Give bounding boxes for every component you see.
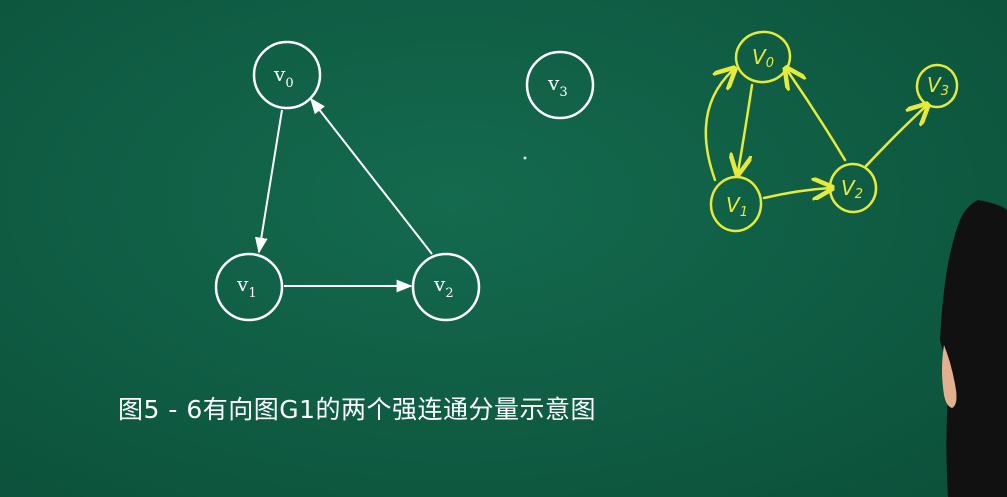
chalk-edge-v2-v3 (864, 106, 926, 168)
handwritten-graph: V0 V1 V2 V3 (704, 30, 959, 233)
svg-text:v3: v3 (547, 71, 568, 100)
chalk-edge-v0-v1 (738, 83, 754, 172)
printed-node-v0: v0 (252, 40, 322, 110)
svg-text:v2: v2 (433, 272, 454, 301)
printed-graph: v0 v1 v2 v3 (214, 40, 595, 322)
printed-node-v1: v1 (214, 252, 284, 322)
svg-text:v1: v1 (236, 272, 257, 301)
svg-text:V3: V3 (927, 73, 949, 99)
svg-text:V0: V0 (752, 45, 774, 71)
chalk-node-v0: V0 (734, 30, 792, 84)
svg-text:v0: v0 (273, 62, 294, 91)
chalk-dot (523, 156, 527, 160)
chalk-edge-v2-v0 (787, 70, 847, 162)
printed-node-v2: v2 (411, 252, 481, 322)
chalk-node-v1: V1 (709, 175, 763, 233)
presenter-silhouette (940, 200, 1007, 497)
chalk-edge-v1-v2 (762, 188, 830, 198)
svg-text:V2: V2 (841, 176, 863, 202)
printed-edge-v0-v1 (254, 109, 283, 254)
chalk-node-v3: V3 (915, 63, 959, 109)
svg-text:V1: V1 (726, 193, 748, 220)
figure-caption: 图5 - 6有向图G1的两个强连通分量示意图 (118, 395, 597, 424)
chalk-edge-v1-v0 (704, 70, 733, 182)
printed-node-v3: v3 (525, 50, 595, 120)
chalk-node-v2: V2 (828, 162, 878, 214)
printed-edge-v2-v0 (310, 97, 433, 255)
